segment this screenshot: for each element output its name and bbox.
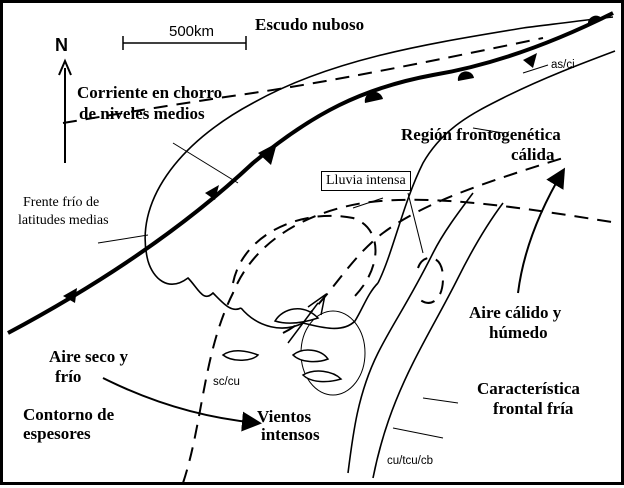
cold-front xyxy=(7,11,614,335)
jet-label-2: de niveles medios xyxy=(79,104,205,123)
as-ci-label: as/ci xyxy=(551,59,575,71)
heavy-rain-label: Lluvia intensa xyxy=(321,171,411,192)
warm-air-arrow xyxy=(517,167,566,294)
dry-air-arrow xyxy=(102,377,262,432)
strong-wind-arrow xyxy=(287,293,327,344)
pointer-lines xyxy=(97,64,549,439)
cloud-shield-label: Escudo nuboso xyxy=(255,15,365,34)
dry-air-label-1: Aire seco y xyxy=(49,347,128,366)
cold-front-label-1: Frente frío de xyxy=(23,195,100,210)
scale-label: 500km xyxy=(169,23,215,40)
thickness-contours xyxy=(62,37,619,484)
thickness-label-2: espesores xyxy=(23,424,91,443)
scale-bar xyxy=(122,36,247,50)
cu-tcu-cb-label: cu/tcu/cb xyxy=(387,455,434,467)
dry-air-label-2: frío xyxy=(55,367,82,386)
sc-cu-clouds xyxy=(221,308,343,383)
sc-cu-label: sc/cu xyxy=(213,376,240,388)
warm-front-label-1: Región frontogenética xyxy=(401,125,561,144)
north-arrow xyxy=(58,58,72,163)
jet-label-1: Corriente en chorro xyxy=(77,83,223,102)
diagram-canvas xyxy=(7,11,619,484)
cloud-shield-outline xyxy=(144,16,616,330)
cold-frontal-label-1: Característica xyxy=(477,379,580,398)
north-label: N xyxy=(55,35,68,55)
thickness-label-1: Contorno de xyxy=(23,405,115,424)
cold-frontal-band xyxy=(347,192,504,479)
cold-frontal-label-2: frontal fría xyxy=(493,399,574,418)
warm-front-label-2: cálida xyxy=(511,145,555,164)
cold-front-label-2: latitudes medias xyxy=(18,213,109,228)
winds-label-2: intensos xyxy=(261,425,320,444)
warm-air-label-1: Aire cálido y xyxy=(469,303,562,322)
warm-air-label-2: húmedo xyxy=(489,323,548,342)
winds-label-1: Vientos xyxy=(257,407,312,426)
